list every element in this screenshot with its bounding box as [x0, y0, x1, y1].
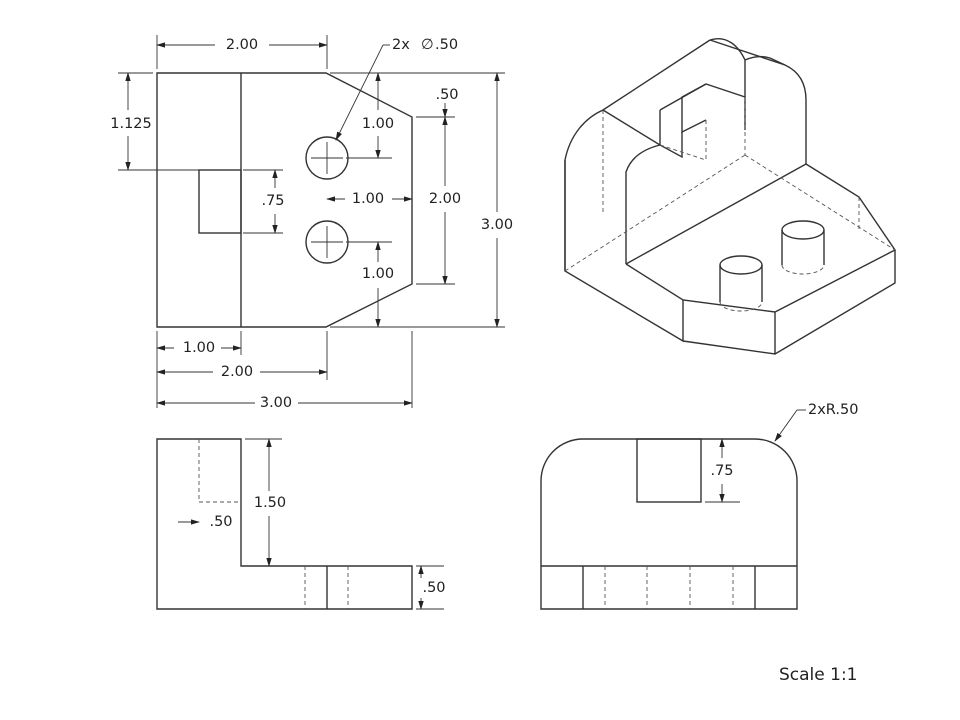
- front-view: 1.50 .50 .50: [156, 438, 446, 610]
- top-view-hole-upper: [305, 136, 349, 180]
- isometric-view: [564, 38, 897, 355]
- top-view-hole-lower: [305, 220, 349, 264]
- top-view-pocket: [198, 169, 242, 234]
- dim-front-height-1-50: 1.50: [254, 495, 286, 511]
- dim-bottom-1-00: 1.00: [183, 340, 215, 356]
- top-view: 2.00 2x ∅ .50 1.125 .50 1.00 .75 1.00 2.…: [110, 35, 513, 411]
- dim-bottom-3-00: 3.00: [260, 395, 292, 411]
- dim-side-pocket-75: .75: [710, 463, 733, 479]
- dim-offset-1125: 1.125: [110, 116, 152, 132]
- dim-chamfer-50: .50: [435, 87, 458, 103]
- top-view-outline: [156, 72, 413, 328]
- side-view-pocket: [636, 438, 702, 503]
- dim-bottom-2-00: 2.00: [221, 364, 253, 380]
- front-view-hidden-pocket: [198, 439, 241, 503]
- dim-hole-upper-1-00: 1.00: [362, 116, 394, 132]
- side-view: 2xR.50 .75: [540, 402, 858, 610]
- dim-front-wall-50: .50: [209, 514, 232, 530]
- scale-label: Scale 1:1: [779, 665, 858, 685]
- dim-pocket-75: .75: [261, 193, 284, 209]
- dim-radius-callout: 2xR.50: [808, 402, 858, 418]
- dim-top-width: 2.00: [226, 37, 258, 53]
- side-view-outline: [540, 438, 798, 610]
- dim-hole-lower-1-00: 1.00: [362, 266, 394, 282]
- diameter-symbol-icon: ∅: [421, 37, 434, 53]
- dim-span-2-00: 2.00: [429, 191, 461, 207]
- dim-front-base-50: .50: [422, 580, 445, 596]
- dim-hole-callout-count: 2x: [392, 37, 410, 53]
- dim-hole-diameter: .50: [435, 37, 458, 53]
- dim-hole-horizontal-1-00: 1.00: [352, 191, 384, 207]
- dim-height-3-00: 3.00: [481, 217, 513, 233]
- hole-callout-leader: [335, 44, 384, 141]
- front-view-outline: [156, 438, 413, 610]
